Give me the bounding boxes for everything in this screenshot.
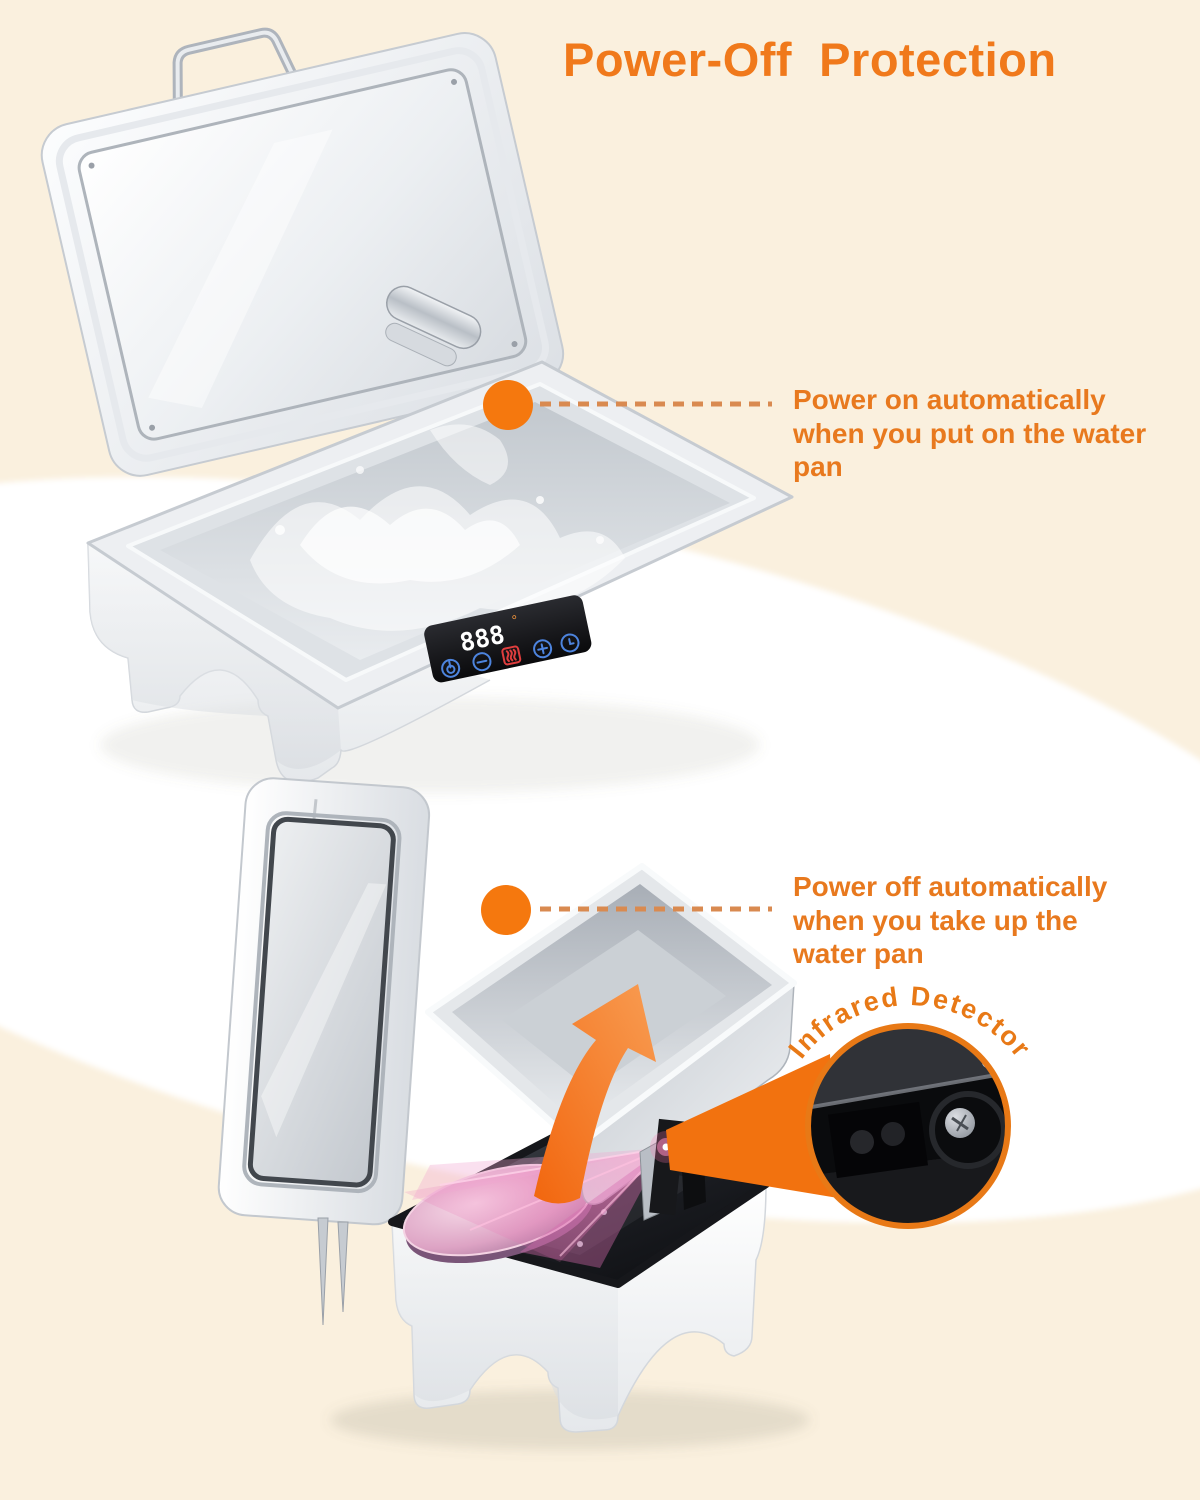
degree-symbol: ° xyxy=(510,612,519,629)
control-panel: 888 ° xyxy=(424,595,592,683)
lid-hinge xyxy=(385,285,482,367)
callout-power-on: Power on automatically when you put on t… xyxy=(793,384,1147,483)
lid-frame-rim xyxy=(55,47,549,462)
glass-screw-icon xyxy=(511,341,518,348)
magnifier-circle xyxy=(805,1023,1011,1229)
chafing-dish-powered-off xyxy=(217,777,810,1450)
unit2-lid-glass xyxy=(247,816,396,1188)
unit1-shadow xyxy=(100,697,760,793)
power-icon[interactable] xyxy=(441,658,461,678)
callout-dot-power-on xyxy=(483,380,533,430)
plus-icon[interactable] xyxy=(533,639,553,659)
detector-photo xyxy=(808,1026,1008,1226)
unit2-glass-reflection xyxy=(261,883,387,1138)
lid-hinge-foot xyxy=(337,1221,349,1313)
glass-reflection xyxy=(148,129,333,408)
glass-screw-icon xyxy=(451,78,458,85)
chafer-body-left-face xyxy=(88,543,341,769)
callout-dot-power-off xyxy=(481,885,531,935)
spotlight-ellipse xyxy=(0,476,1200,1224)
page-title: Power-Off Protection xyxy=(563,33,1057,86)
minus-icon[interactable] xyxy=(472,652,492,672)
chafing-dish-powered-on: 888 ° xyxy=(40,27,794,793)
unit2-lid-rim xyxy=(242,811,402,1194)
panel-screw-icon xyxy=(577,1241,583,1247)
water-splash xyxy=(250,424,625,631)
magnifier-ring xyxy=(805,1023,1011,1229)
callout-power-off: Power off automatically when you take up… xyxy=(793,871,1108,970)
glass-screw-icon xyxy=(88,162,95,169)
lid-hinge-foot xyxy=(317,1217,329,1326)
lift-arrow xyxy=(534,984,656,1204)
magnifier-wedge xyxy=(666,1054,838,1198)
glass-screw-icon xyxy=(149,424,156,431)
control-panel-screen xyxy=(424,595,592,683)
timer-icon[interactable] xyxy=(560,633,580,653)
unit2-open-lid xyxy=(217,777,431,1226)
lid-handle-highlight xyxy=(175,30,296,104)
heat-icon[interactable] xyxy=(501,645,522,666)
